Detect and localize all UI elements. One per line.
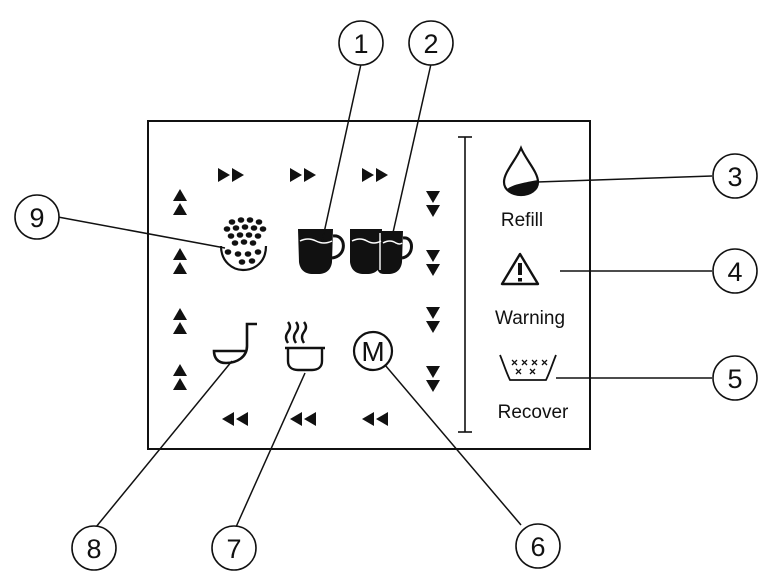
callout-4: 4 [712, 248, 758, 294]
callout-number: 4 [727, 257, 742, 287]
recover-label: Recover [498, 402, 569, 423]
panel-divider [458, 136, 472, 433]
callout-number: 5 [727, 364, 742, 394]
display-panel [147, 120, 591, 450]
right-down-arrows [426, 191, 440, 392]
warning-label: Warning [495, 308, 565, 329]
callout-6: 6 [515, 523, 561, 569]
callout-7: 7 [211, 525, 257, 571]
top-right-arrows [218, 168, 388, 182]
water-drop-icon [502, 145, 540, 197]
left-up-arrows [173, 189, 187, 390]
callout-9: 9 [14, 194, 60, 240]
double-cup-icon [350, 229, 413, 274]
callout-number: 3 [727, 162, 742, 192]
maintenance-label: M [361, 336, 384, 367]
callout-3: 3 [712, 153, 758, 199]
coffee-beans-icon [219, 217, 268, 272]
callout-number: 1 [353, 29, 368, 59]
warning-triangle-icon [500, 252, 540, 286]
callout-5: 5 [712, 355, 758, 401]
callout-leader-lines [57, 63, 713, 528]
callout-number: 6 [530, 532, 545, 562]
hot-water-cup-icon [284, 321, 325, 372]
callout-2: 2 [408, 20, 454, 66]
single-cup-icon [298, 229, 345, 274]
callout-8: 8 [71, 525, 117, 571]
callout-1: 1 [338, 20, 384, 66]
steam-spout-icon [212, 322, 257, 365]
callout-number: 9 [29, 203, 44, 233]
callout-number: 2 [423, 29, 438, 59]
descale-tray-icon [499, 354, 557, 381]
callout-number: 7 [226, 534, 241, 564]
bottom-left-arrows [222, 412, 388, 426]
callout-number: 8 [86, 534, 101, 564]
refill-label: Refill [501, 210, 543, 231]
maintenance-m-icon: M [352, 330, 394, 372]
